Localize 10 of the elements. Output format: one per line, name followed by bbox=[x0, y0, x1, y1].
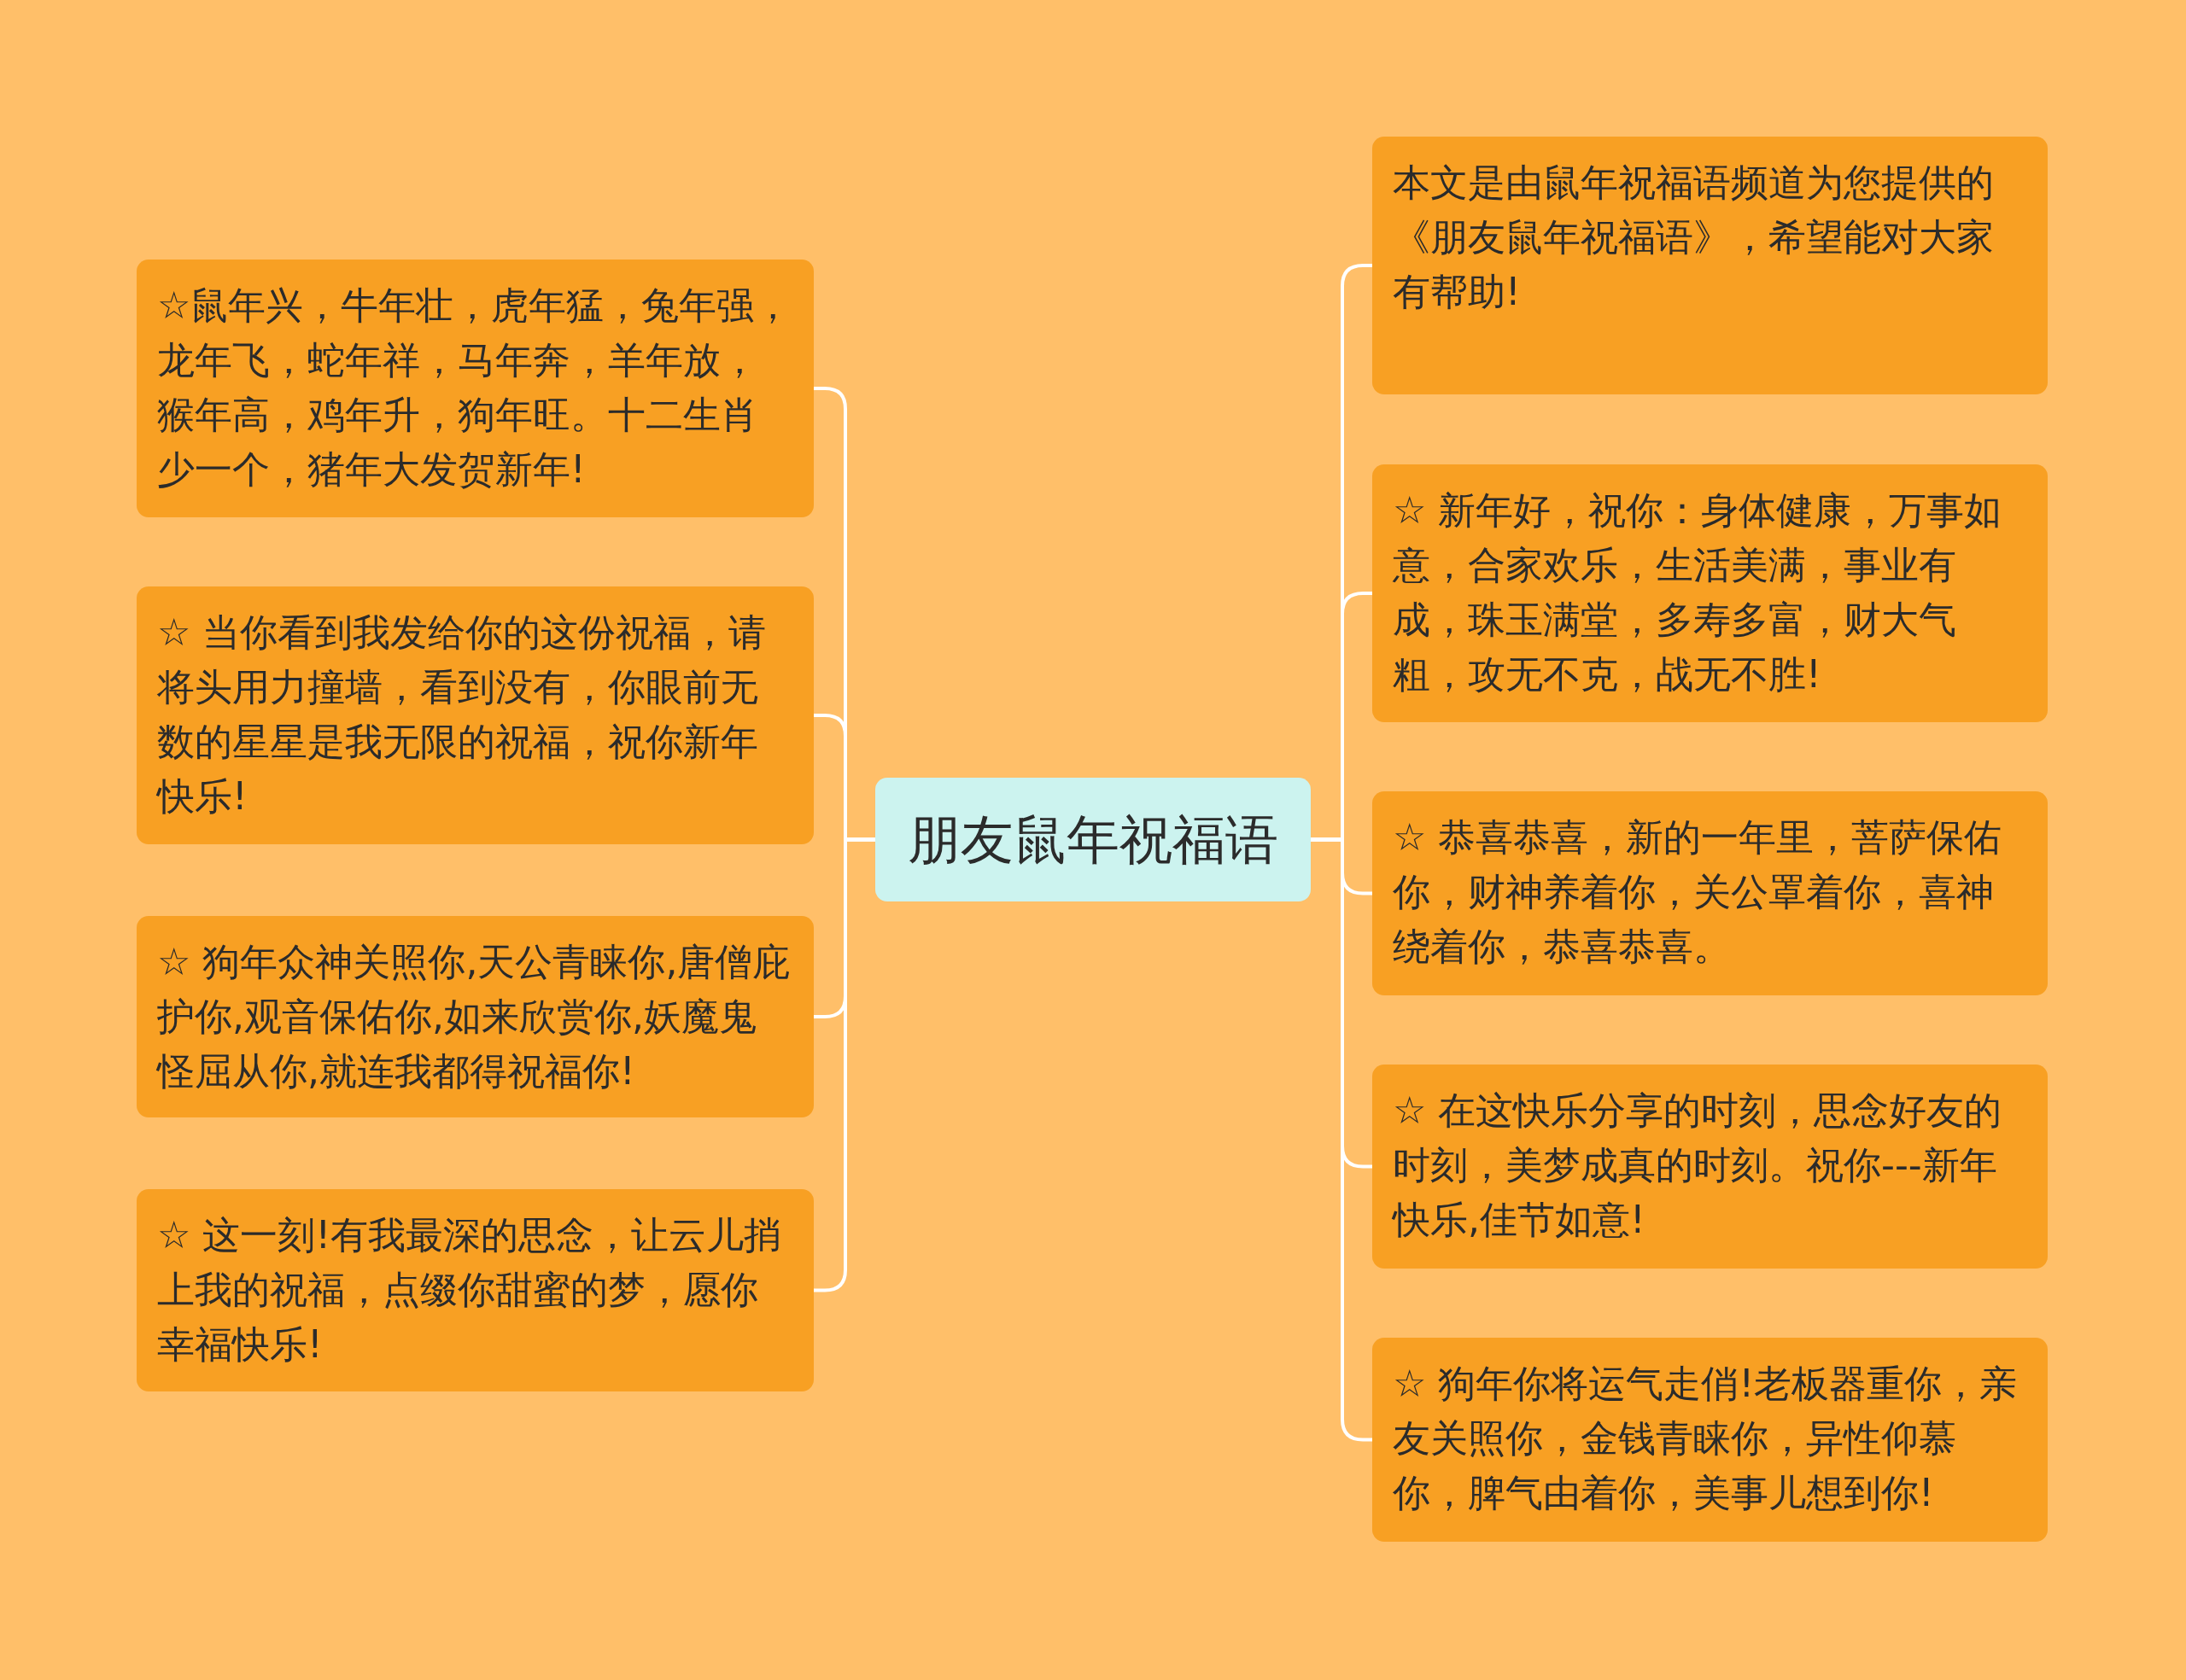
branch-box: ☆ 当你看到我发给你的这份祝福，请将头用力撞墙，看到没有，你眼前无数的星星是我无限的祝福，祝你新年快乐! bbox=[137, 586, 814, 844]
branch-box: ☆ 狗年你将运气走俏!老板器重你，亲友关照你，金钱青睐你，异性仰慕你，脾气由着你，美事儿想到你! bbox=[1372, 1338, 2048, 1542]
branch-box: ☆ 新年好，祝你：身体健康，万事如意，合家欢乐，生活美满，事业有成，珠玉满堂，多寿多富，财大气粗，攻无不克，战无不胜! bbox=[1372, 464, 2048, 722]
branch-box: ☆ 在这快乐分享的时刻，思念好友的时刻，美梦成真的时刻。祝你---新年快乐,佳节如意! bbox=[1372, 1065, 2048, 1269]
branch-box: ☆ 恭喜恭喜，新的一年里，菩萨保佑你，财神养着你，关公罩着你，喜神绕着你，恭喜恭喜。 bbox=[1372, 791, 2048, 995]
branch-box: ☆ 狗年众神关照你,天公青睐你,唐僧庇护你,观音保佑你,如来欣赏你,妖魔鬼怪屈从你,就连我都得祝福你! bbox=[137, 916, 814, 1117]
branch-box: ☆ 这一刻!有我最深的思念，让云儿捎上我的祝福，点缀你甜蜜的梦，愿你幸福快乐! bbox=[137, 1189, 814, 1391]
topic-box: 朋友鼠年祝福语 bbox=[875, 778, 1311, 901]
branch-box: ☆鼠年兴，牛年壮，虎年猛，兔年强，龙年飞，蛇年祥，马年奔，羊年放，猴年高，鸡年升，狗年旺。十二生肖少一个，猪年大发贺新年! bbox=[137, 260, 814, 517]
branch-box: 本文是由鼠年祝福语频道为您提供的《朋友鼠年祝福语》，希望能对大家有帮助! bbox=[1372, 137, 2048, 394]
